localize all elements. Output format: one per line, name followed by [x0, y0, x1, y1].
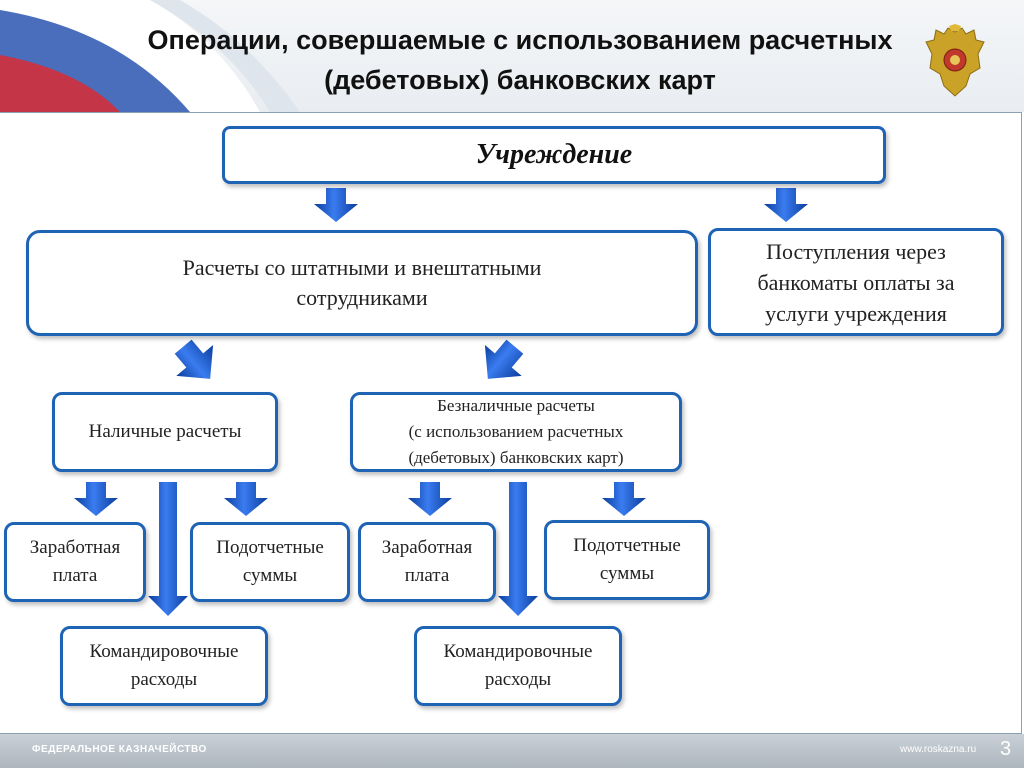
node-cashless-accountable: Подотчетные суммы	[544, 520, 710, 600]
treasury-emblem-icon	[925, 24, 985, 97]
node-cash: Наличные расчеты	[52, 392, 278, 472]
node-staff-payments-label: Расчеты со штатными и внештатными сотруд…	[182, 255, 542, 310]
node-cash-travel-label: Командировочные расходы	[89, 641, 239, 690]
node-cashless-travel: Командировочные расходы	[414, 626, 622, 706]
node-cashless-salary-label: Заработная плата	[381, 537, 473, 586]
node-cash-accountable: Подотчетные суммы	[190, 522, 350, 602]
node-cash-salary-label: Заработная плата	[29, 537, 121, 586]
node-cashless-salary: Заработная плата	[358, 522, 496, 602]
header-banner: Операции, совершаемые с использованием р…	[0, 0, 1024, 112]
node-atm-income: Поступления через банкоматы оплаты за ус…	[708, 228, 1004, 336]
node-cash-travel: Командировочные расходы	[60, 626, 268, 706]
page-number: 3	[1000, 738, 1012, 760]
content-frame	[0, 112, 1022, 734]
node-cashless-label: Безналичные расчеты (с использованием ра…	[408, 396, 624, 467]
node-cashless-accountable-label: Подотчетные суммы	[573, 535, 681, 584]
node-atm-income-label: Поступления через банкоматы оплаты за ус…	[757, 238, 955, 326]
node-staff-payments: Расчеты со штатными и внештатными сотруд…	[26, 230, 698, 336]
footer-bar: ФЕДЕРАЛЬНОЕ КАЗНАЧЕЙСТВО www.roskazna.ru…	[0, 734, 1024, 768]
node-cash-label: Наличные расчеты	[88, 421, 242, 442]
slide-title: Операции, совершаемые с использованием р…	[147, 25, 893, 95]
node-cashless: Безналичные расчеты (с использованием ра…	[350, 392, 682, 472]
root-node-institution: Учреждение	[222, 126, 886, 184]
russian-flag-graphic	[0, 0, 300, 112]
footer-website-link[interactable]: www.roskazna.ru	[900, 744, 977, 755]
footer-organization: ФЕДЕРАЛЬНОЕ КАЗНАЧЕЙСТВО	[32, 744, 207, 755]
node-cashless-travel-label: Командировочные расходы	[443, 641, 593, 690]
node-cash-accountable-label: Подотчетные суммы	[216, 537, 324, 586]
root-node-label: Учреждение	[475, 139, 633, 170]
node-cash-salary: Заработная плата	[4, 522, 146, 602]
